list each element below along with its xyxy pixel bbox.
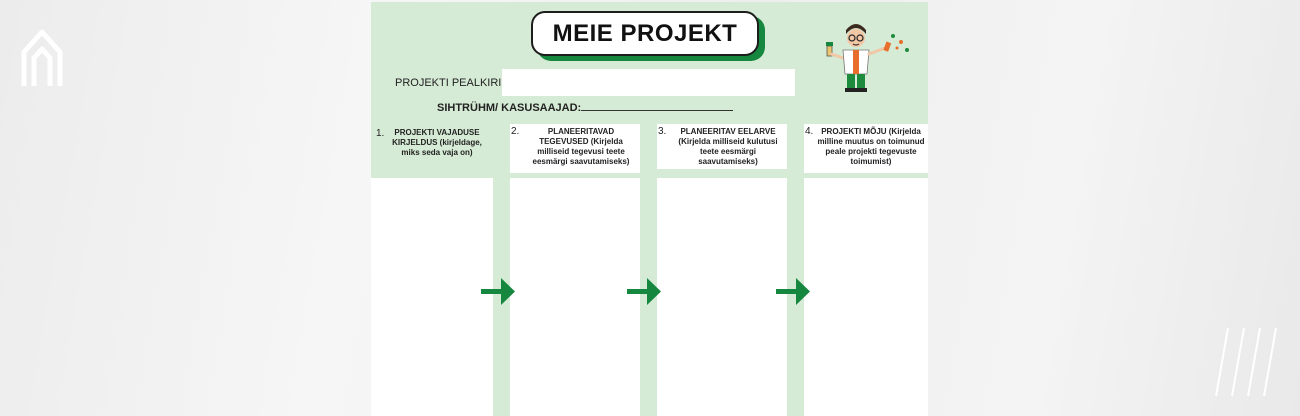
right-arrow-icon [776,278,810,305]
column-heading-3: PLANEERITAV EELARVE (Kirjelda milliseid … [657,124,787,169]
target-group-line[interactable] [581,110,733,111]
brand-logo-icon [21,29,63,86]
column-area-1[interactable] [371,178,493,416]
target-group-label: SIHTRÜHM/ KASUSAAJAD: [437,102,582,114]
column-area-3[interactable] [657,178,787,416]
column-heading-4: PROJEKTI MÕJU (Kirjelda milline muutus o… [804,124,928,173]
project-poster: MEIE PROJEKT PROJEKTI PEALKIRI SIHTRÜHM/… [371,2,928,416]
column-number-1: 1. [376,128,385,139]
project-title-field[interactable] [502,69,795,96]
column-number-3: 3. [658,126,667,137]
column-number-2: 2. [511,126,520,137]
column-area-4[interactable] [804,178,928,416]
poster-title: MEIE PROJEKT [531,11,759,56]
project-title-label: PROJEKTI PEALKIRI [395,77,502,89]
column-number-4: 4. [805,126,814,137]
right-arrow-icon [627,278,661,305]
column-heading-1: PROJEKTI VAJADUSE KIRJELDUS (kirjeldage,… [392,128,482,157]
right-arrow-icon [481,278,515,305]
column-area-2[interactable] [510,178,640,416]
diagonal-slashes-icon [1215,327,1277,397]
scientist-illustration [826,24,909,92]
column-heading-2: PLANEERITAVAD TEGEVUSED (Kirjelda millis… [510,124,640,173]
